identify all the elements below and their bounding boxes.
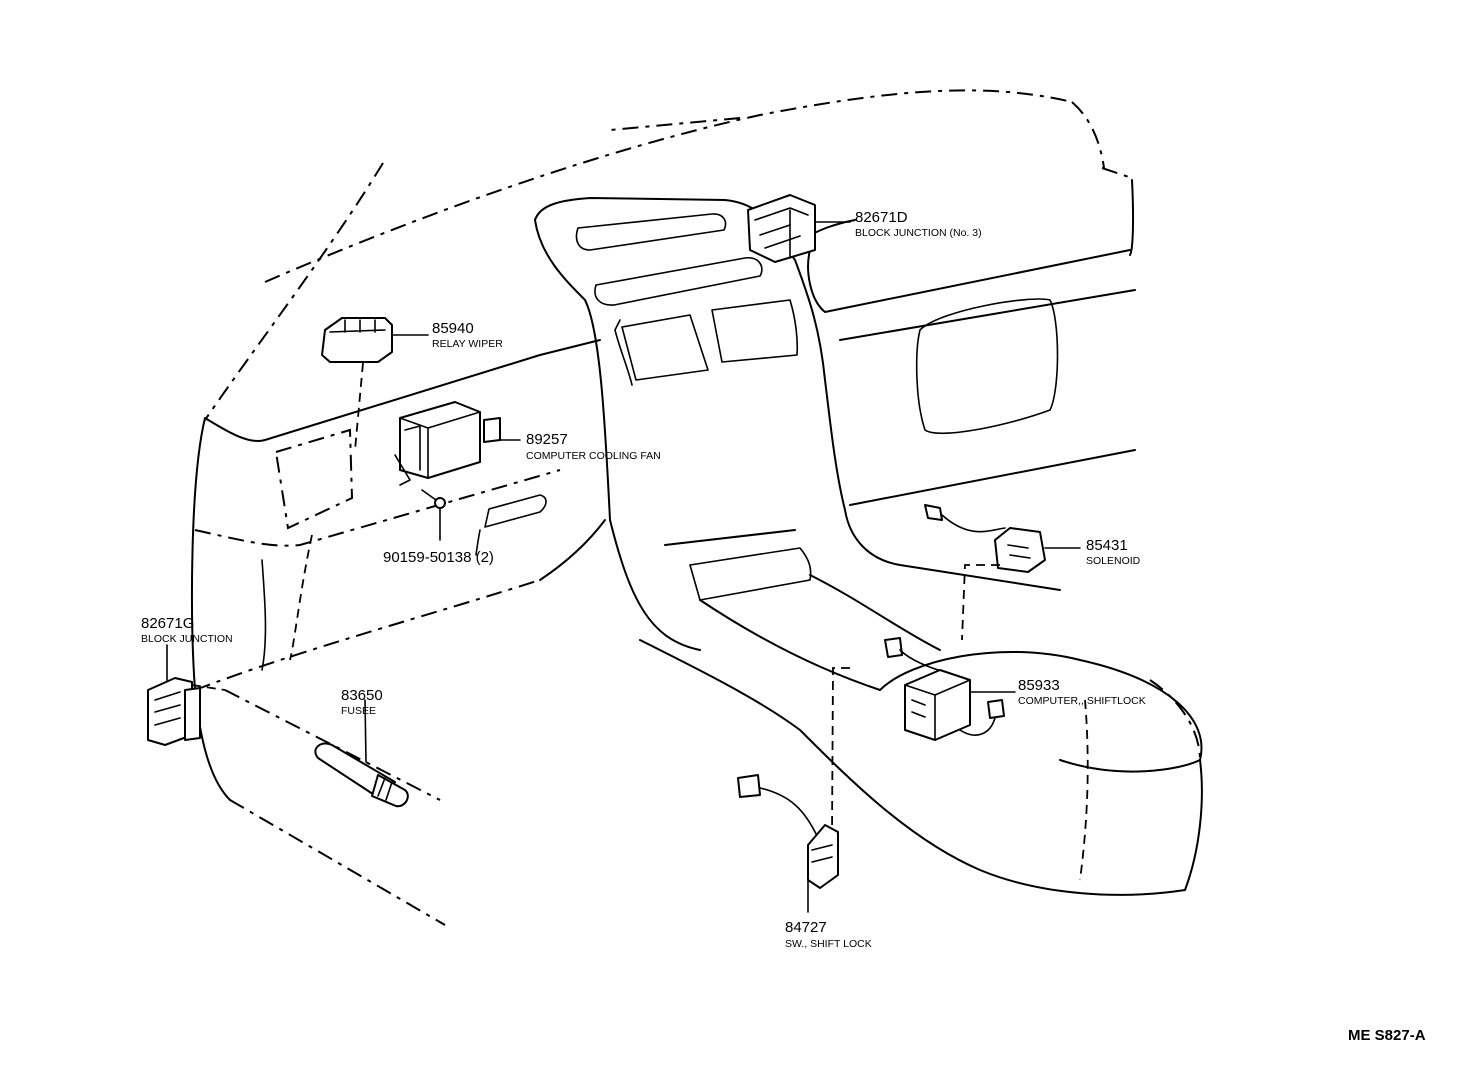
fusee-part — [314, 699, 409, 808]
diagram-reference-code: ME S827-A — [1348, 1027, 1426, 1044]
part-name-label: COMPUTER,, SHIFTLOCK — [1018, 695, 1146, 707]
part-number-label: 90159-50138 (2) — [383, 549, 494, 566]
block-junction-no3-part — [747, 194, 851, 263]
part-number-label: 85431 — [1086, 537, 1128, 554]
part-name-label: RELAY WIPER — [432, 338, 503, 350]
part-labels: 82671D BLOCK JUNCTION (No. 3) 85940 RELA… — [141, 209, 1426, 1044]
part-number-label: 83650 — [341, 687, 383, 704]
part-name-label: FUSEE — [341, 705, 376, 717]
part-name-label: SOLENOID — [1086, 555, 1141, 567]
part-number-label: 89257 — [526, 431, 568, 448]
part-number-label: 82671G — [141, 615, 194, 632]
relay-wiper-part — [321, 317, 429, 451]
computer-cooling-fan-part — [394, 401, 521, 486]
part-name-label: SW., SHIFT LOCK — [785, 938, 872, 950]
part-number-label: 82671D — [855, 209, 908, 226]
dashboard-outline — [191, 89, 1203, 926]
part-name-label: BLOCK JUNCTION — [141, 633, 233, 645]
part-name-label: BLOCK JUNCTION (No. 3) — [855, 227, 982, 239]
screw-part — [421, 489, 446, 541]
shift-lock-switch-part — [737, 774, 839, 913]
part-number-label: 85940 — [432, 320, 474, 337]
part-number-label: 84727 — [785, 919, 827, 936]
part-number-label: 85933 — [1018, 677, 1060, 694]
part-name-label: COMPUTER COOLING FAN — [526, 450, 661, 462]
block-junction-part — [147, 644, 226, 746]
solenoid-part — [924, 504, 1081, 641]
computer-shiftlock-part — [831, 637, 1016, 836]
